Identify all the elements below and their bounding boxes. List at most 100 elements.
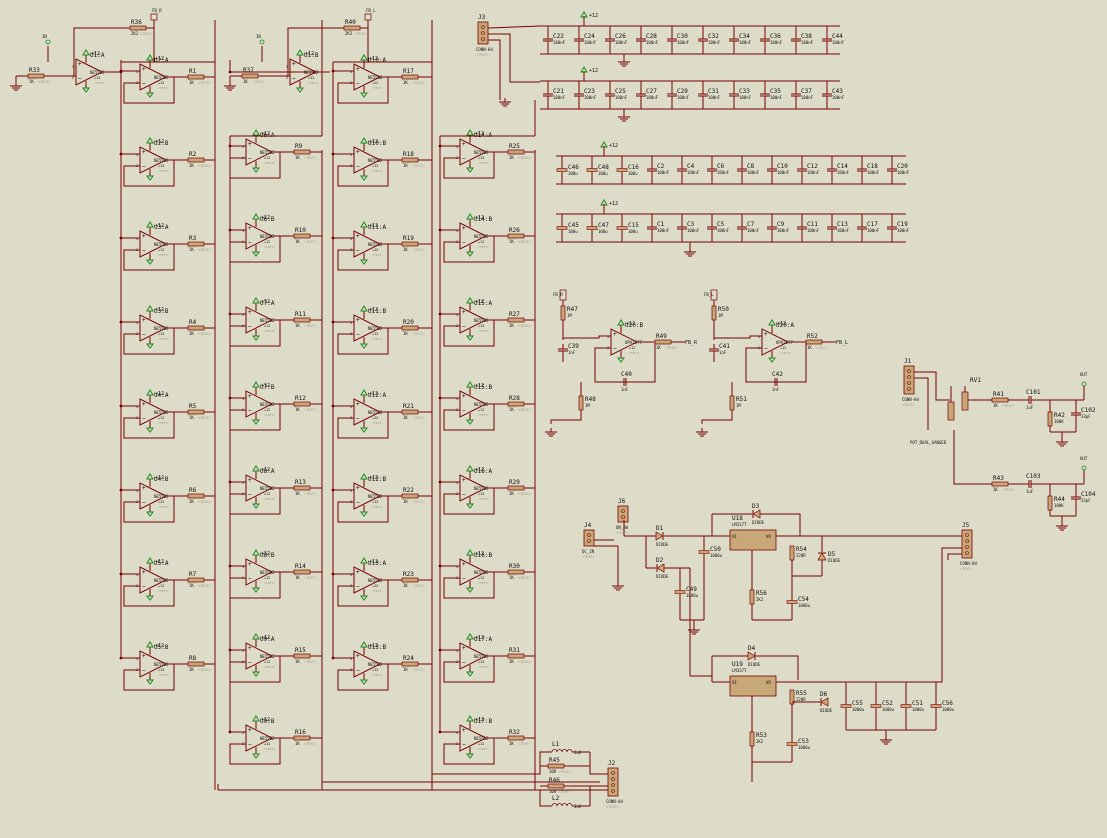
- wire: [73, 27, 130, 76]
- power-symbol: +12: [146, 473, 164, 481]
- opamp-ref: U11:A: [368, 224, 386, 231]
- feedback-wire: [229, 656, 281, 683]
- connector-type: CONN-H4: [476, 47, 493, 52]
- power-label: +12: [609, 143, 618, 149]
- text-hint: <TEXT>: [264, 581, 275, 585]
- resistor-value: 1K: [295, 155, 300, 160]
- wire: [701, 410, 733, 424]
- feedback-wire: [443, 656, 495, 683]
- resistor-value: 1K: [403, 499, 408, 504]
- resistor-ref: R52: [807, 333, 818, 340]
- opamp-ref: U20:B: [625, 322, 643, 329]
- resistor-value: 1K: [403, 163, 408, 168]
- power-arrow: [360, 557, 368, 564]
- diode-ref: D6: [820, 691, 828, 698]
- capacitor-value: 100nF: [832, 95, 845, 100]
- capacitor-value: 100nF: [615, 95, 628, 100]
- power-arrow: [146, 389, 154, 396]
- power-label: +12: [475, 635, 484, 641]
- power-arrow: [146, 557, 154, 564]
- opamp-minus: −: [292, 75, 296, 82]
- opamp-body: [139, 482, 168, 510]
- neg-supply-arrow: [252, 167, 260, 173]
- connector-pin: [965, 539, 969, 543]
- resistor-value: 1K: [189, 499, 194, 504]
- power-label: +12: [369, 643, 378, 649]
- power-supply: J4DC_IN<TEXT>J6ON_SW<TEXT>D1DIODED2DIODE…: [582, 498, 977, 782]
- capacitor-ref: C101: [1026, 389, 1041, 396]
- capacitor-value: 100nF: [687, 228, 700, 233]
- opamp-supply: +12: [478, 408, 484, 412]
- resistor-body: [991, 397, 1009, 403]
- pin-number: 3: [350, 405, 352, 409]
- text-hint: <TEXT>: [372, 421, 383, 425]
- resistor-value: 1K: [403, 247, 408, 252]
- ground-symbol: [10, 82, 22, 91]
- power-label: +12: [155, 475, 164, 481]
- output-port-label: OUT: [1080, 456, 1088, 461]
- pin-number: 3: [136, 70, 138, 74]
- opamp-supply: +12: [478, 576, 484, 580]
- capacitor-ref: C103: [1026, 473, 1041, 480]
- opamp-supply: +12: [372, 248, 378, 252]
- connector-pin: [907, 387, 911, 391]
- power-arrow: [146, 221, 154, 228]
- resistor-value: 1K: [807, 345, 812, 350]
- power-label: +12: [155, 391, 164, 397]
- diode-body: [655, 531, 664, 541]
- feedback-wire: [123, 244, 175, 271]
- neg-supply-arrow: [252, 753, 260, 759]
- resistor-value: 1K: [189, 247, 194, 252]
- connector-pin: [481, 31, 485, 35]
- capacitor-ref: C19: [897, 221, 908, 228]
- capacitor-value: 100nF: [747, 228, 760, 233]
- resistor-body: [729, 395, 735, 411]
- capacitor-value: 100u: [568, 229, 578, 234]
- ground-symbol: [612, 582, 624, 591]
- inductor-turn: [551, 803, 558, 807]
- opamp-body: [459, 390, 488, 418]
- opamp-minus: −: [462, 491, 466, 498]
- resistor-ref: R32: [509, 729, 520, 736]
- opamp-ref: U4:A: [154, 392, 169, 399]
- capacitor-value: 100nF: [553, 40, 566, 45]
- resistor-ref: R56: [756, 590, 767, 597]
- ground-symbol: [618, 113, 630, 122]
- capacitor-value: 100nF: [837, 228, 850, 233]
- neg-supply-arrow: [360, 175, 368, 181]
- capacitor-ref: C20: [897, 163, 908, 170]
- neg-supply-arrow: [360, 679, 368, 685]
- resistor-ref: R48: [585, 396, 596, 403]
- capacitor-value: 1000u: [942, 707, 955, 712]
- text-hint: <TEXT>: [198, 164, 211, 168]
- wire: [914, 377, 929, 430]
- power-label: +12: [369, 307, 378, 313]
- capacitor-ref: C42: [772, 371, 783, 378]
- opamp-body: [459, 306, 488, 334]
- opamp-ref: U8:B: [260, 552, 275, 559]
- feedback-wire: [229, 488, 281, 515]
- resistor-value: 1K: [295, 741, 300, 746]
- power-arrow: [768, 319, 776, 326]
- capacitor-ref: C46: [568, 164, 579, 171]
- capacitor-value: 100nF: [646, 40, 659, 45]
- opamp-part: NE5532: [260, 234, 275, 239]
- power-label: +12: [261, 467, 270, 473]
